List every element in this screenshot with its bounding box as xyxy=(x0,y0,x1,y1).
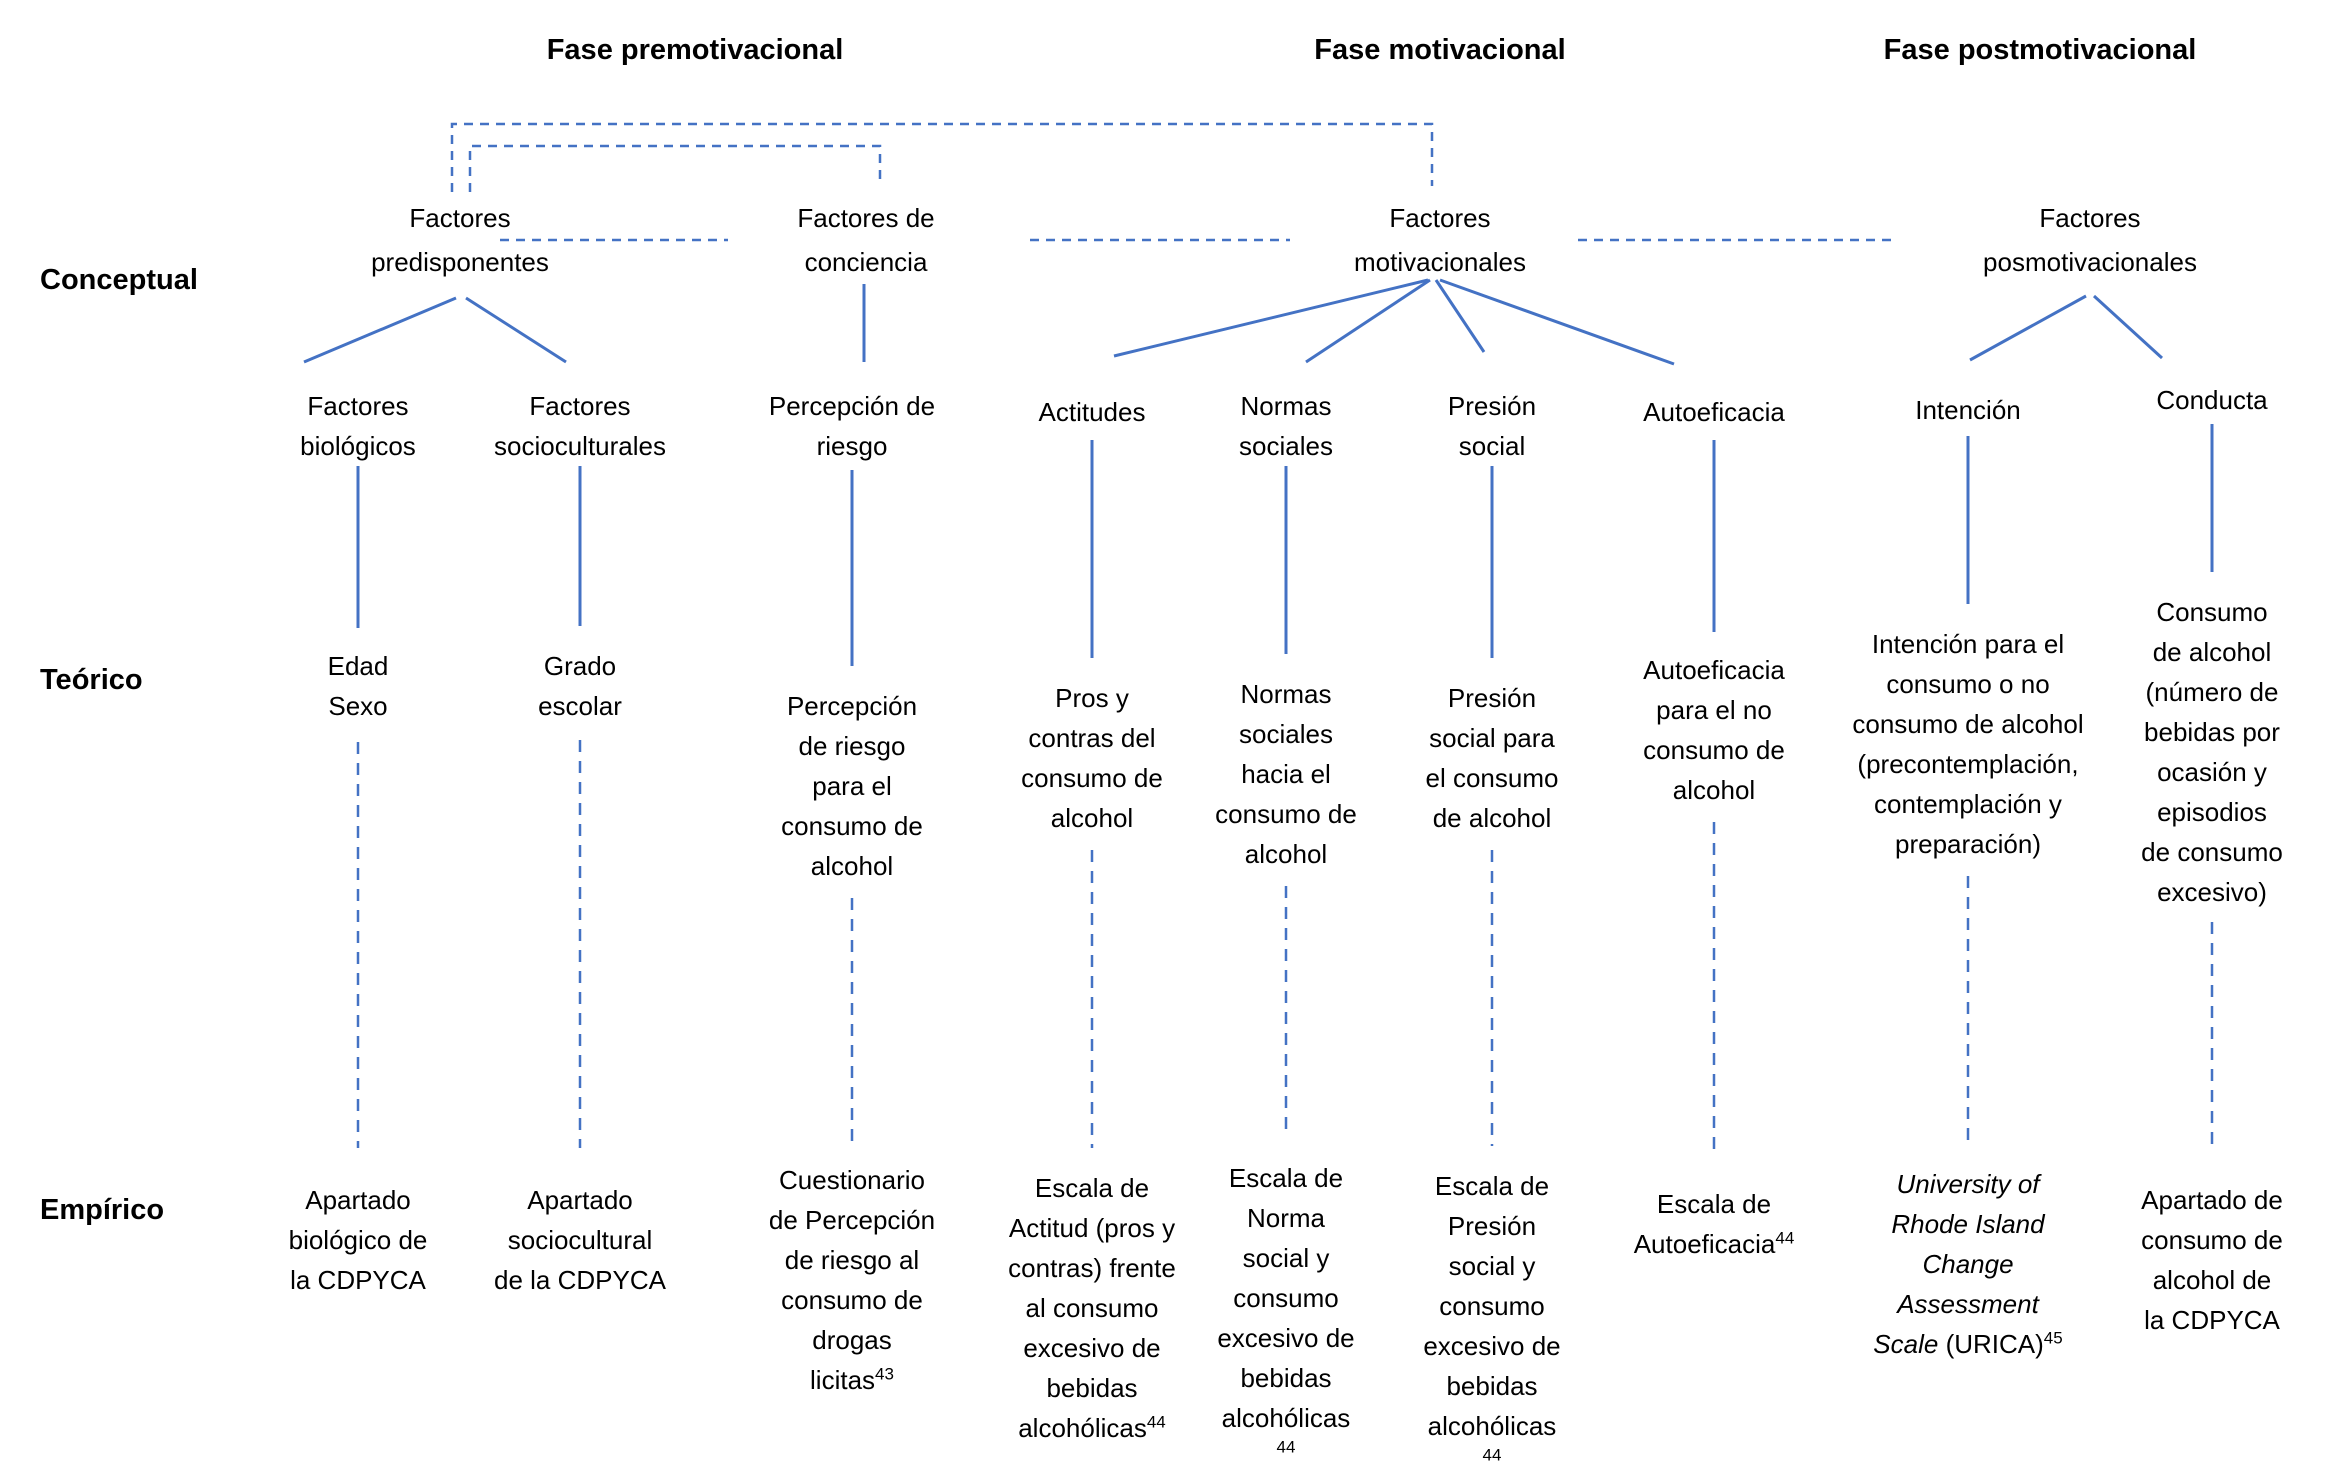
node-escala-presion-social: Escala de Presión social y consumo exces… xyxy=(1423,1171,1561,1465)
arrow-posmot-to-intencion xyxy=(1969,294,2087,362)
row-label-conceptual: Conceptual xyxy=(40,264,198,296)
node-pros-contras: Pros y contras del consumo de alcohol xyxy=(1021,683,1163,833)
footnote-ref-44: 44 xyxy=(1775,1228,1795,1248)
node-edad-sexo: Edad Sexo xyxy=(327,651,389,721)
node-grado-escolar: Grado escolar xyxy=(538,651,622,721)
node-intencion: Intención xyxy=(1915,395,2021,425)
node-cuestionario-percepcion: Cuestionario de Percepción de riesgo al … xyxy=(768,1165,936,1395)
node-actitudes: Actitudes xyxy=(1038,397,1146,427)
node-consumo-alcohol: Consumo de alcohol (número de bebidas po… xyxy=(2141,597,2283,907)
arrow-motiv-to-normas xyxy=(1305,278,1431,364)
node-factores-de-conciencia: Factores de conciencia xyxy=(797,203,935,277)
arrow-feedback-outer-pred-to-motivacionales xyxy=(450,122,1434,192)
arrow-posmot-to-conducta xyxy=(2092,294,2164,360)
node-factores-predisponentes: Factores predisponentes xyxy=(371,203,549,277)
row-label-empirico: Empírico xyxy=(40,1194,165,1226)
node-apartado-sociocultural: Apartado sociocultural de la CDPYCA xyxy=(494,1185,666,1295)
node-factores-motivacionales: Factores motivacionales xyxy=(1354,203,1526,277)
footnote-ref-44: 44 xyxy=(1276,1437,1296,1457)
node-factores-biologicos: Factores biológicos xyxy=(300,391,416,461)
arrow-motiv-to-actitudes xyxy=(1113,278,1429,358)
node-factores-socioculturales: Factores socioculturales xyxy=(494,391,666,461)
footnote-ref-44: 44 xyxy=(1482,1445,1502,1465)
arrow-motiv-to-autoeficacia xyxy=(1439,278,1675,366)
arrow-motiv-to-presion xyxy=(1434,279,1486,353)
node-presion-social: Presión social xyxy=(1447,391,1537,461)
node-escala-autoeficacia: Escala de Autoeficacia44 xyxy=(1633,1189,1795,1259)
node-urica: University of Rhode Island Change Assess… xyxy=(1873,1169,2063,1359)
footnote-ref-45: 45 xyxy=(2043,1328,2063,1348)
node-presion-social-consumo: Presión social para el consumo de alcoho… xyxy=(1425,683,1559,833)
phase-header-postmotivacional: Fase postmotivacional xyxy=(1883,34,2197,66)
node-percepcion-de-riesgo: Percepción de riesgo xyxy=(768,391,936,461)
node-intencion-consumo: Intención para el consumo o no consumo d… xyxy=(1852,629,2084,859)
node-normas-sociales-consumo: Normas sociales hacia el consumo de alco… xyxy=(1215,679,1357,869)
node-escala-norma-social: Escala de Norma social y consumo excesiv… xyxy=(1217,1163,1355,1457)
row-label-teorico: Teórico xyxy=(40,664,143,696)
node-apartado-consumo: Apartado de consumo de alcohol de la CDP… xyxy=(2141,1185,2283,1335)
arrow-pred-to-biologicos xyxy=(303,296,457,364)
phase-header-premotivacional: Fase premotivacional xyxy=(546,34,844,66)
node-factores-posmotivacionales: Factores posmotivacionales xyxy=(1983,203,2197,277)
node-conducta: Conducta xyxy=(2156,385,2268,415)
node-normas-sociales: Normas sociales xyxy=(1239,391,1333,461)
node-apartado-biologico: Apartado biológico de la CDPYCA xyxy=(288,1185,428,1295)
node-escala-actitud: Escala de Actitud (pros y contras) frent… xyxy=(1008,1173,1176,1443)
arrow-pred-to-socioculturales xyxy=(465,296,567,364)
phase-header-motivacional: Fase motivacional xyxy=(1314,34,1566,66)
footnote-ref-44: 44 xyxy=(1146,1412,1166,1432)
arrow-feedback-inner-pred-to-conciencia xyxy=(468,144,882,192)
footnote-ref-43: 43 xyxy=(875,1364,894,1384)
node-autoeficacia: Autoeficacia xyxy=(1643,397,1785,427)
node-percepcion-riesgo-consumo: Percepción de riesgo para el consumo de … xyxy=(781,691,923,881)
node-autoeficacia-no-consumo: Autoeficacia para el no consumo de alcoh… xyxy=(1643,655,1785,805)
